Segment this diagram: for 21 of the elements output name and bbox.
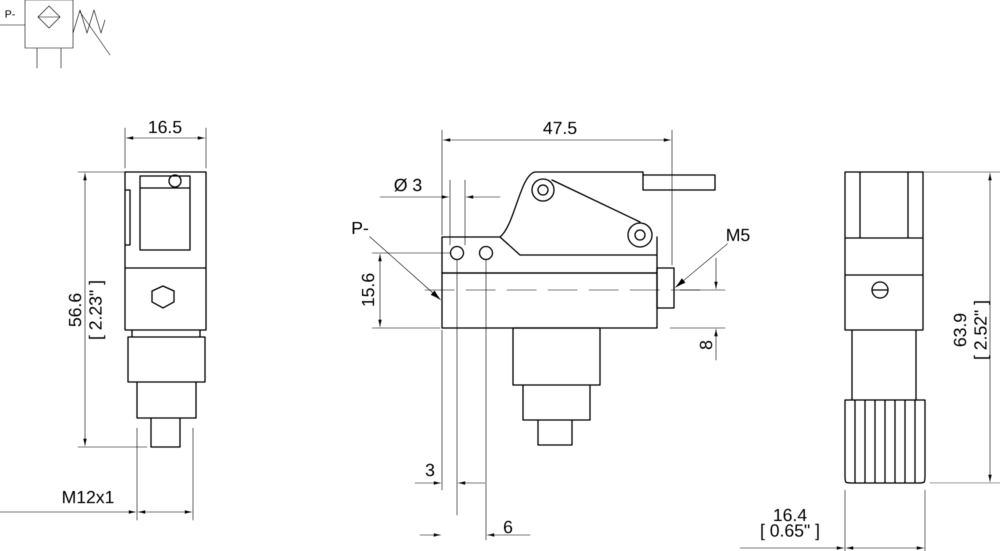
dimension-text: 16.4 (774, 508, 807, 522)
callout-text: P- (352, 222, 368, 234)
dimension-text: 8 (700, 340, 712, 350)
leader-line (676, 243, 728, 288)
dimension-text: 16.5 (149, 120, 182, 134)
dimension-text: M12x1 (63, 490, 114, 504)
dimension-text: 56.6 (68, 294, 82, 326)
dimension-text: 15.6 (362, 274, 374, 306)
hex-nut (656, 267, 675, 309)
dimension-text: Ø 3 (394, 178, 422, 192)
dimension-text: 63.9 (954, 314, 966, 346)
dimension-text: 3 (426, 464, 434, 476)
dimension-text: 47.5 (543, 122, 576, 134)
housing-block (441, 272, 658, 329)
callout-text: M5 (727, 228, 750, 242)
dimension-text: [ 2.52" ] (974, 301, 990, 359)
leader-line (369, 236, 440, 300)
dimension-text: [ 0.65" ] (761, 524, 819, 540)
dimension-text: 6 (504, 520, 512, 534)
dimension-text: P- (6, 10, 15, 18)
dimension-text: [ 2.23" ] (88, 281, 106, 339)
